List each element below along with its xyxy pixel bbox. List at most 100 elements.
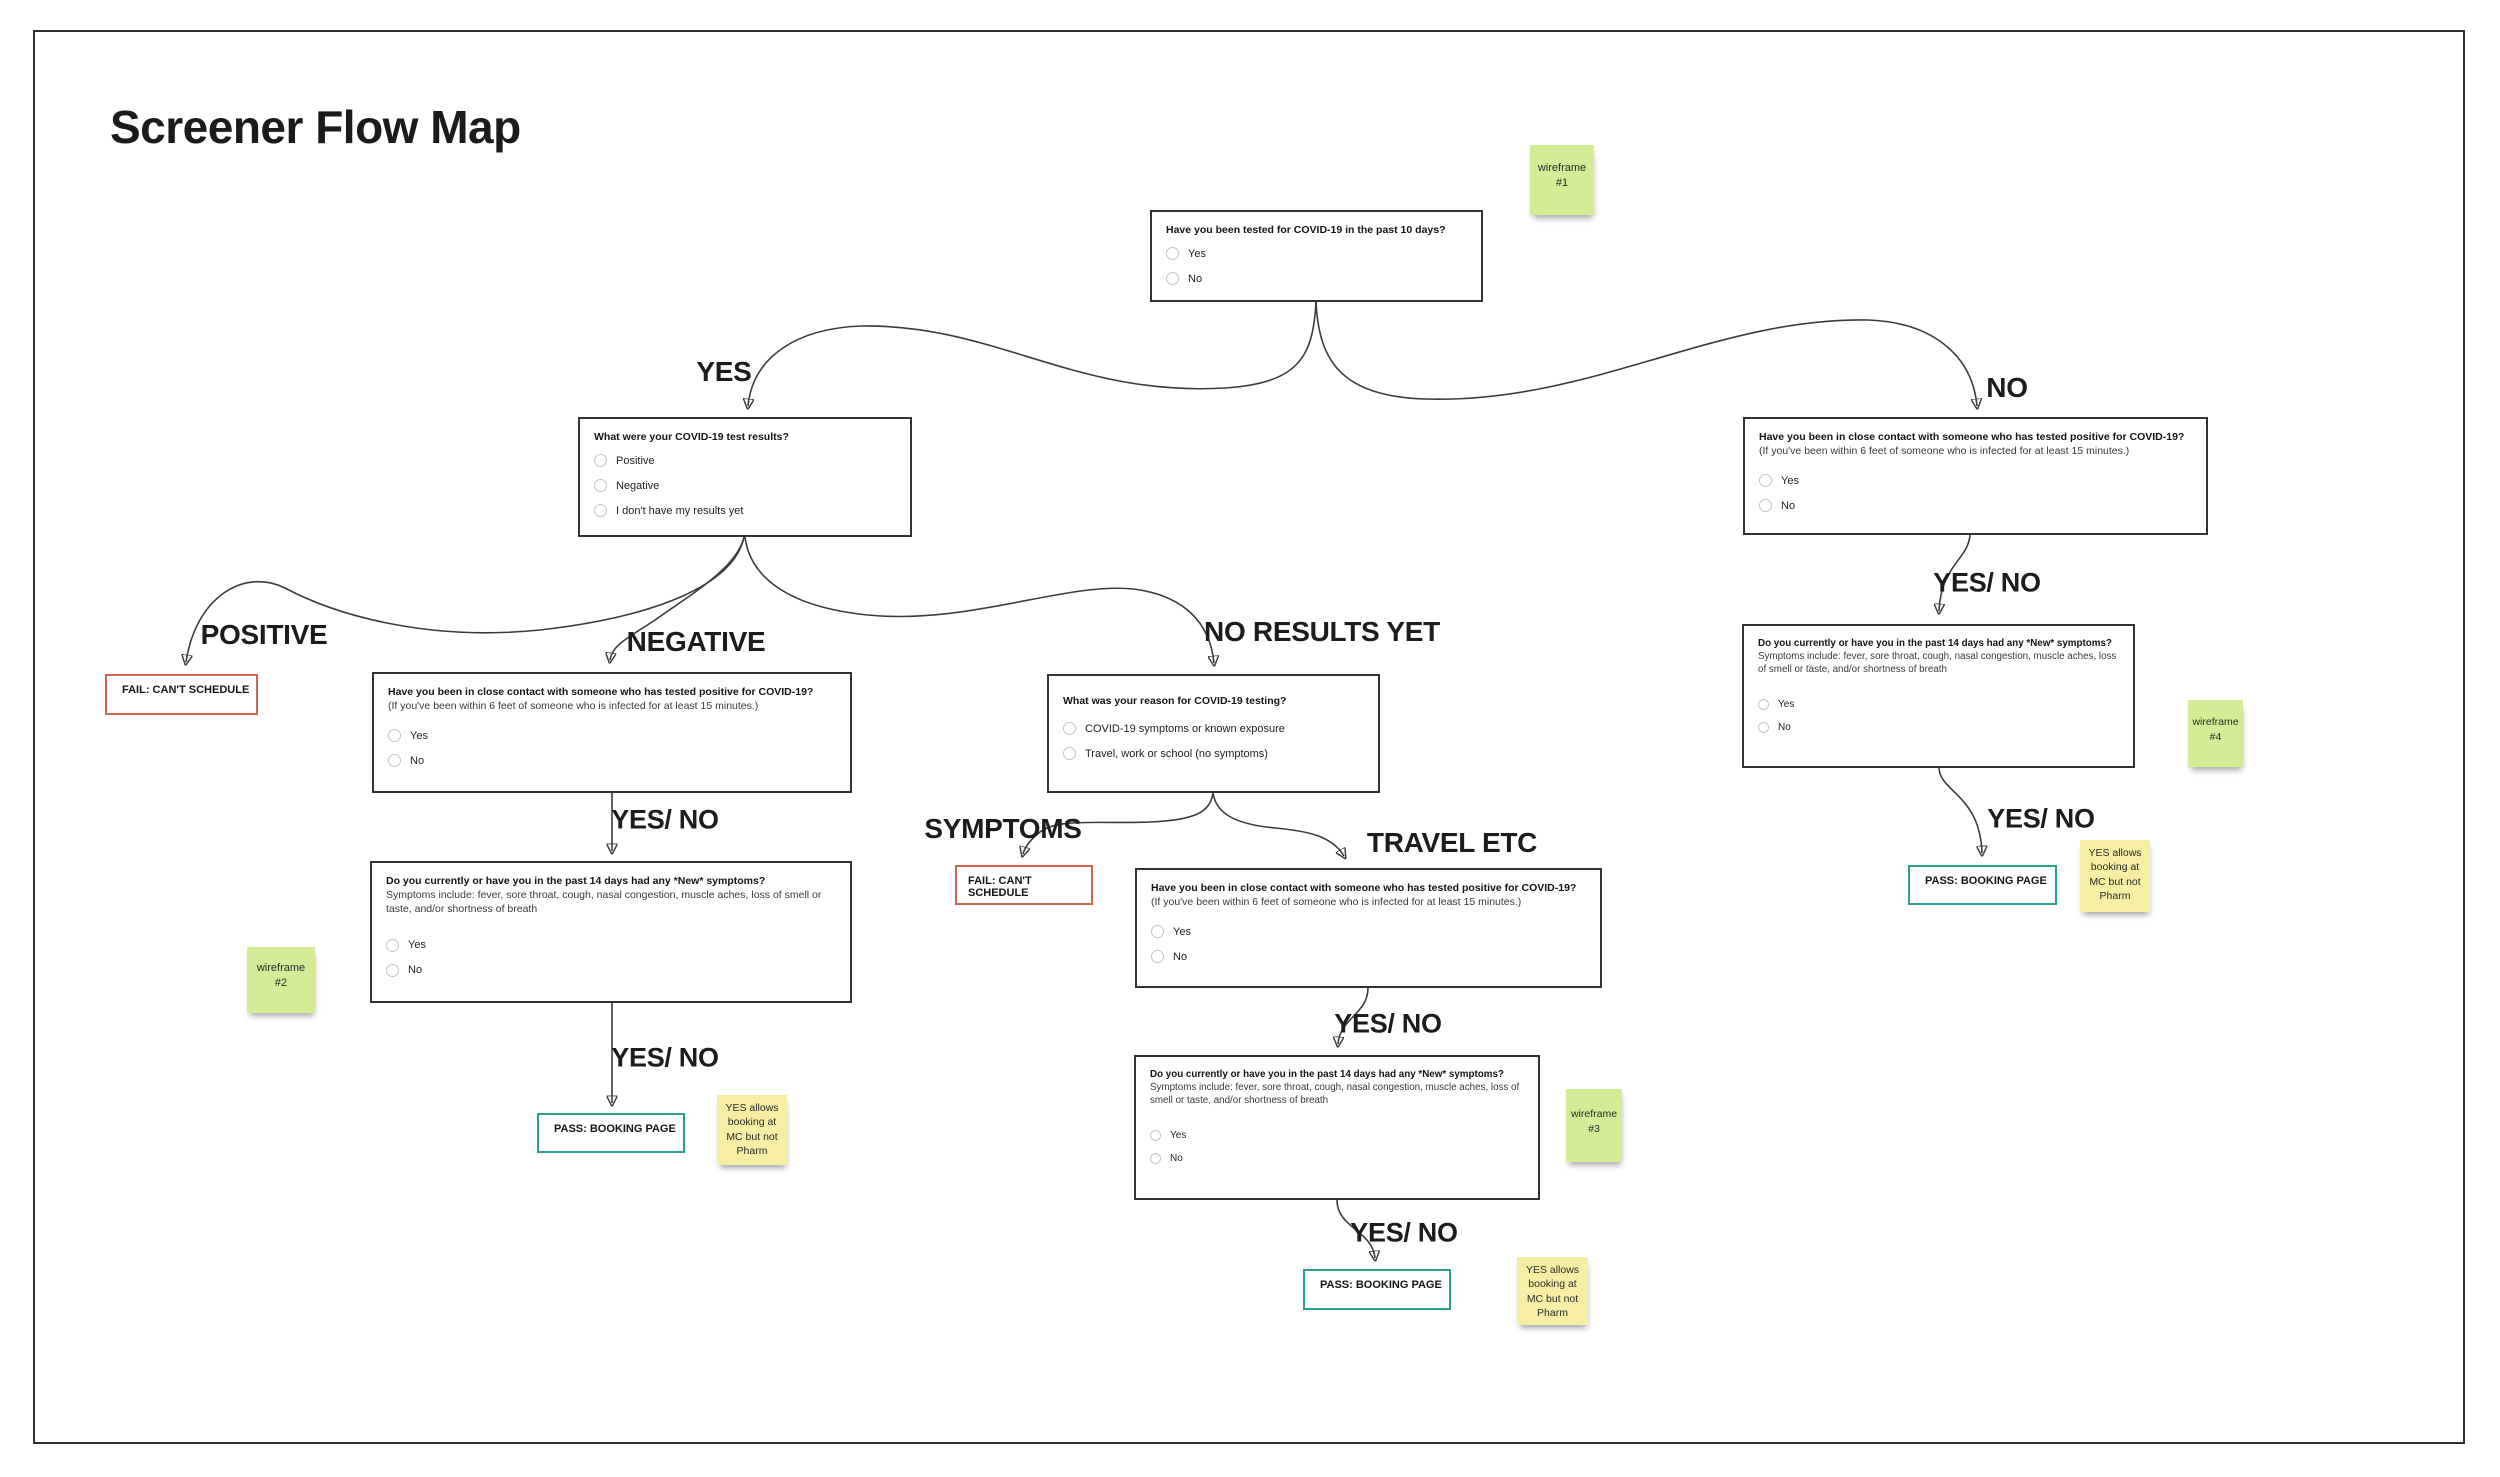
node-right-contact-box[interactable]: Have you been in close contact with some… [1743,417,2208,535]
question-note: Symptoms include: fever, sore throat, co… [386,889,822,916]
question-text: What was your reason for COVID-19 testin… [1063,695,1287,707]
edge-results-negative [610,536,745,660]
sticky-text: wireframe [256,962,306,974]
sticky-text: #1 [1555,177,1569,190]
radio-option-no-results[interactable]: I don't have my results yet [594,504,896,518]
edge-label-yes-no-3: YES/ NO [1334,1008,1442,1039]
question-text: Have you been in close contact with some… [388,686,814,698]
radio-button-icon[interactable] [1758,698,1769,710]
sticky-note-yes-allows-2[interactable]: YES allows booking at MC but not Pharm [1517,1257,1588,1325]
radio-button-icon[interactable] [1151,950,1164,964]
edge-label-yes-no-5: YES/ NO [1933,567,2041,598]
edge-tested-yes [748,301,1317,406]
radio-option-no[interactable]: No [1151,950,1586,964]
radio-option-no[interactable]: No [1150,1152,1524,1164]
radio-option-no[interactable]: No [388,754,836,768]
radio-option-yes[interactable]: Yes [1166,247,1467,261]
edge-reason-travel [1212,792,1344,856]
sticky-note-wireframe-2[interactable]: wireframe #2 [247,947,315,1013]
node-negative-contact-box[interactable]: Have you been in close contact with some… [372,672,852,793]
question-text: Have you been in close contact with some… [1759,431,2185,443]
radio-option-yes[interactable]: Yes [1150,1129,1524,1141]
radio-button-icon[interactable] [1759,474,1772,488]
node-negative-symptoms-box[interactable]: Do you currently or have you in the past… [370,861,852,1003]
sticky-note-yes-allows-1[interactable]: YES allows booking at MC but not Pharm [717,1095,787,1165]
radio-option-symptoms-exposure[interactable]: COVID-19 symptoms or known exposure [1063,722,1364,736]
radio-button-icon[interactable] [1151,925,1164,939]
question-note: (If you've been within 6 feet of someone… [1151,896,1522,909]
sticky-note-wireframe-4[interactable]: wireframe #4 [2188,700,2243,767]
pass-terminal-no-branch[interactable]: PASS: BOOKING PAGE [1908,865,2057,905]
edge-reason-symptoms [1023,792,1214,854]
radio-option-yes[interactable]: Yes [1759,474,2192,488]
node-results-box[interactable]: What were your COVID-19 test results? Po… [578,417,912,537]
question-text: Do you currently or have you in the past… [1150,1069,1504,1080]
radio-button-icon[interactable] [388,729,401,743]
edge-label-travel-etc: TRAVEL ETC [1366,827,1538,858]
question-note: (If you've been within 6 feet of someone… [1759,445,2130,458]
radio-option-yes[interactable]: Yes [1758,698,2119,710]
node-tested-box[interactable]: Have you been tested for COVID-19 in the… [1150,210,1483,302]
radio-option-yes[interactable]: Yes [1151,925,1586,939]
radio-option-yes[interactable]: Yes [388,729,836,743]
fail-terminal-symptoms[interactable]: FAIL: CAN'T SCHEDULE [955,865,1093,905]
radio-option-positive[interactable]: Positive [594,454,896,468]
radio-option-no[interactable]: No [386,963,836,977]
sticky-text: wireframe [1537,162,1587,174]
radio-button-icon[interactable] [1063,722,1076,736]
question-text: Do you currently or have you in the past… [386,875,766,887]
radio-option-no[interactable]: No [1166,272,1467,286]
node-right-symptoms-box[interactable]: Do you currently or have you in the past… [1742,624,2135,768]
radio-button-icon[interactable] [1150,1129,1161,1141]
edge-label-yes: YES [696,356,752,387]
edge-results-noresults [744,536,1214,663]
sticky-text: #3 [1588,1122,1600,1135]
question-note: Symptoms include: fever, sore throat, co… [1150,1082,1520,1107]
sticky-note-wireframe-1[interactable]: wireframe #1 [1530,145,1594,215]
node-travel-contact-box[interactable]: Have you been in close contact with some… [1135,868,1602,988]
canvas-border [33,30,2465,1444]
radio-button-icon[interactable] [1759,499,1772,513]
sticky-text: #4 [2209,730,2222,743]
pass-terminal-travel[interactable]: PASS: BOOKING PAGE [1303,1269,1451,1310]
radio-button-icon[interactable] [386,963,399,977]
pass-terminal-negative[interactable]: PASS: BOOKING PAGE [537,1113,685,1153]
question-text: What were your COVID-19 test results? [594,431,789,443]
radio-option-no[interactable]: No [1759,499,2192,513]
edge-results-positive [186,536,745,662]
radio-option-no[interactable]: No [1758,721,2119,733]
edge-label-positive: POSITIVE [200,619,328,650]
edge-rightcontact-symptoms [1939,534,1971,611]
radio-button-icon[interactable] [594,479,607,493]
sticky-text: #2 [274,977,288,990]
radio-button-icon[interactable] [1166,272,1179,286]
radio-button-icon[interactable] [594,454,607,468]
edge-label-no-results-yet: NO RESULTS YET [1204,616,1440,647]
radio-button-icon[interactable] [1150,1152,1161,1164]
question-text: Have you been in close contact with some… [1151,882,1577,894]
edge-rightsymptoms-pass [1938,767,1982,853]
edge-label-symptoms: SYMPTOMS [924,813,1082,844]
radio-button-icon[interactable] [386,938,399,952]
node-mid-symptoms-box[interactable]: Do you currently or have you in the past… [1134,1055,1540,1200]
sticky-text: wireframe [1570,1108,1618,1120]
radio-option-yes[interactable]: Yes [386,938,836,952]
edge-label-negative: NEGATIVE [626,626,766,657]
radio-button-icon[interactable] [1758,721,1769,733]
node-reason-box[interactable]: What was your reason for COVID-19 testin… [1047,674,1380,793]
edge-tested-no [1315,301,1977,406]
radio-button-icon[interactable] [1063,747,1076,761]
sticky-note-yes-allows-3[interactable]: YES allows booking at MC but not Pharm [2080,840,2150,912]
question-note: (If you've been within 6 feet of someone… [388,700,759,713]
radio-option-travel-work-school[interactable]: Travel, work or school (no symptoms) [1063,747,1364,761]
radio-button-icon[interactable] [388,754,401,768]
sticky-note-wireframe-3[interactable]: wireframe #3 [1566,1089,1622,1162]
radio-button-icon[interactable] [594,504,607,518]
radio-option-negative[interactable]: Negative [594,479,896,493]
question-note: Symptoms include: fever, sore throat, co… [1758,651,2117,676]
radio-button-icon[interactable] [1166,247,1179,261]
edge-label-yes-no-2: YES/ NO [611,1042,719,1073]
fail-terminal-positive[interactable]: FAIL: CAN'T SCHEDULE [105,674,258,715]
sticky-text: wireframe [2192,716,2239,728]
